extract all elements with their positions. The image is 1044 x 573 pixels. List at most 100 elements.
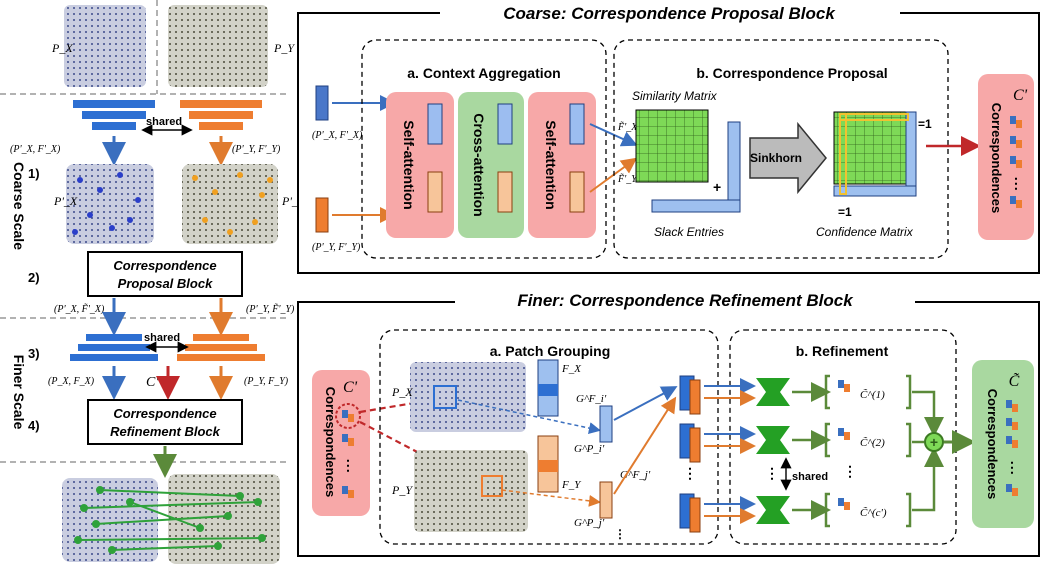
refined-c2: C̃^(2)	[860, 436, 885, 449]
svg-text:⋮: ⋮	[1005, 459, 1019, 475]
shared-label-coarse: shared	[146, 116, 182, 128]
feat-y-tilde: (P'_Y, F̃'_Y)	[246, 302, 295, 315]
refined-c1: C̃^(1)	[860, 388, 885, 401]
input-feature-x	[315, 85, 329, 121]
slack-entries-label: Slack Entries	[654, 225, 724, 239]
point-cloud-x-top	[64, 5, 146, 87]
refined-pairs	[838, 380, 850, 510]
plus-sign: +	[713, 179, 721, 195]
net-ellipsis: ⋮	[765, 465, 779, 481]
sinkhorn-arrow	[749, 121, 827, 195]
slack-row	[651, 199, 741, 213]
step-3: 3)	[28, 346, 40, 361]
finer-title: Finer: Correspondence Refinement Block	[517, 291, 854, 310]
row-sum-eq: =1	[918, 117, 932, 131]
group-ellipsis: ⋮	[614, 527, 626, 541]
self-attention-2-label: Self-attention	[543, 120, 559, 209]
sum-symbol: +	[930, 434, 938, 450]
svg-text:⋮: ⋮	[683, 465, 697, 481]
finer-input-box	[312, 370, 370, 516]
crb-box	[87, 399, 243, 445]
correspondence-proposal-box	[613, 39, 949, 259]
cross-attention-label: Cross-attention	[471, 113, 487, 216]
px-prime-label: P'_X	[53, 194, 78, 208]
cpb-line1: Correspondence	[113, 258, 216, 273]
refinement-title: b. Refinement	[796, 343, 889, 359]
patch-x-cube	[433, 385, 457, 409]
confidence-matrix-label: Confidence Matrix	[816, 225, 914, 239]
finer-cloud-y	[414, 450, 528, 532]
fx-tilde-label: F̃'_X	[617, 120, 638, 133]
refined-ellipsis: ⋮	[843, 463, 857, 479]
shared-label-finer: shared	[144, 332, 180, 344]
fx-label: F_X	[561, 363, 582, 375]
coarse-input-y-label: (P'_Y, F'_Y)	[312, 242, 361, 253]
group-j-stack	[599, 481, 613, 519]
finer-output-c-tilde: C̃	[1009, 372, 1020, 390]
coarse-output-box	[978, 74, 1034, 240]
feat-x-finer: (P_X, F_X)	[48, 376, 95, 387]
finer-input-c-prime: C'	[343, 379, 358, 396]
finer-scale-label: Finer Scale	[11, 355, 27, 430]
correspondence-proposal-title: b. Correspondence Proposal	[696, 65, 887, 81]
refinement-output-arrows	[792, 374, 944, 528]
group-feature-stacks: ⋮	[679, 375, 701, 533]
patch-grouping-box	[379, 329, 719, 545]
feat-x-coarse: (P'_X, F'_X)	[10, 144, 61, 155]
px-top-label: P_X	[51, 41, 73, 55]
self-attention-1-label: Self-attention	[401, 120, 417, 209]
backbone-y-finer	[177, 334, 265, 361]
attention-token-stacks	[427, 103, 585, 213]
input-feature-y	[315, 197, 329, 233]
finer-block: Finer: Correspondence Refinement Block C…	[297, 288, 1040, 557]
coarse-block: Coarse: Correspondence Proposal Block (P…	[297, 0, 1040, 274]
finer-px-label: P_X	[391, 385, 413, 399]
patch-grouping-title: a. Patch Grouping	[490, 343, 611, 359]
gf-i-label: G^F_i'	[576, 393, 607, 405]
col-sum-eq: =1	[838, 205, 852, 219]
self-attention-1	[386, 92, 454, 238]
sinkhorn-label: Sinkhorn	[750, 151, 802, 165]
result-cloud-y	[168, 474, 280, 564]
fy-label: F_Y	[561, 479, 582, 491]
cpb-box	[87, 251, 243, 297]
col-sum-highlight	[839, 113, 847, 195]
coarse-input-x-label: (P'_X, F'_X)	[312, 130, 363, 141]
coarse-output-pairs: ⋮	[1009, 116, 1023, 208]
step-4: 4)	[28, 418, 40, 433]
context-aggregation-box	[361, 39, 607, 259]
finer-output-pairs: ⋮	[1005, 400, 1019, 496]
c-prime-left: C'	[146, 375, 159, 390]
confidence-slack-column	[905, 111, 917, 197]
similarity-matrix-label: Similarity Matrix	[632, 89, 718, 103]
cpb-line2: Proposal Block	[118, 276, 213, 291]
self-attention-2	[528, 92, 596, 238]
finer-cloud-x	[410, 362, 526, 432]
refinement-shared-label: shared	[792, 471, 828, 483]
refinement-networks	[756, 378, 790, 524]
backbone-x-coarse	[73, 100, 155, 130]
point-cloud-y-top	[168, 5, 268, 87]
crb-line2: Refinement Block	[110, 424, 221, 439]
cross-attention	[458, 92, 524, 238]
step-1: 1)	[28, 166, 40, 181]
confidence-matrix	[833, 111, 907, 185]
finer-py-label: P_Y	[391, 483, 413, 497]
fy-tilde-label: F̃'_Y	[617, 172, 638, 185]
slack-column	[727, 121, 741, 213]
finer-output-text: Correspondences	[985, 389, 1000, 500]
group-i-stack	[599, 405, 613, 443]
feat-x-tilde: (P'_X, F̃'_X)	[54, 302, 105, 315]
coarse-output-text: Correspondences	[989, 103, 1004, 214]
refinement-box	[729, 329, 957, 545]
result-correspondence-lines	[74, 486, 266, 554]
confidence-slack-row	[833, 185, 917, 197]
coarse-title: Coarse: Correspondence Proposal Block	[503, 4, 836, 23]
step-2: 2)	[28, 270, 40, 285]
gp-i-label: G^P_i'	[574, 443, 605, 455]
coarse-scale-label: Coarse Scale	[11, 162, 27, 250]
crb-line1: Correspondence	[113, 406, 216, 421]
py-top-label: P_Y	[273, 41, 295, 55]
feat-y-finer: (P_Y, F_Y)	[244, 376, 289, 387]
